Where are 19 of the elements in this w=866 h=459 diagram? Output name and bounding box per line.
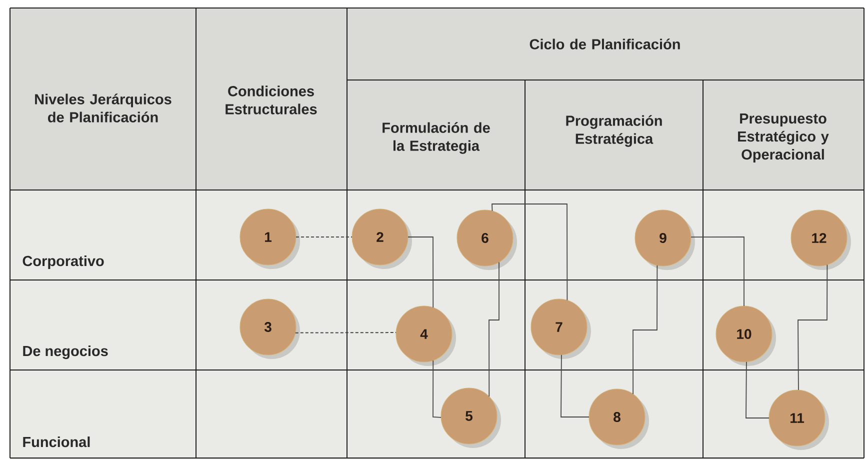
header-cell: Condiciones Estructurales — [196, 8, 347, 190]
connector-line — [690, 236, 744, 306]
connector-line — [296, 236, 352, 238]
row-label: Corporativo — [22, 256, 104, 270]
connector-line — [798, 264, 828, 390]
header-cell: Presupuesto Estratégico y Operacional — [703, 80, 864, 190]
connector-line — [294, 332, 397, 334]
connector-line — [432, 360, 442, 418]
row-label: De negocios — [23, 346, 108, 360]
header-cell: Niveles Jerárquicos de Planificación — [10, 8, 196, 190]
connector-line — [746, 361, 770, 418]
connector-line — [488, 262, 500, 397]
connector-line — [408, 236, 434, 308]
header-cell: Formulación de la Estrategia — [347, 80, 525, 190]
connector-line — [632, 264, 658, 395]
row-label: Funcional — [23, 436, 90, 448]
header-cell: Programación Estratégica — [525, 80, 703, 190]
connector-line — [560, 354, 590, 418]
connector-line — [492, 204, 568, 301]
